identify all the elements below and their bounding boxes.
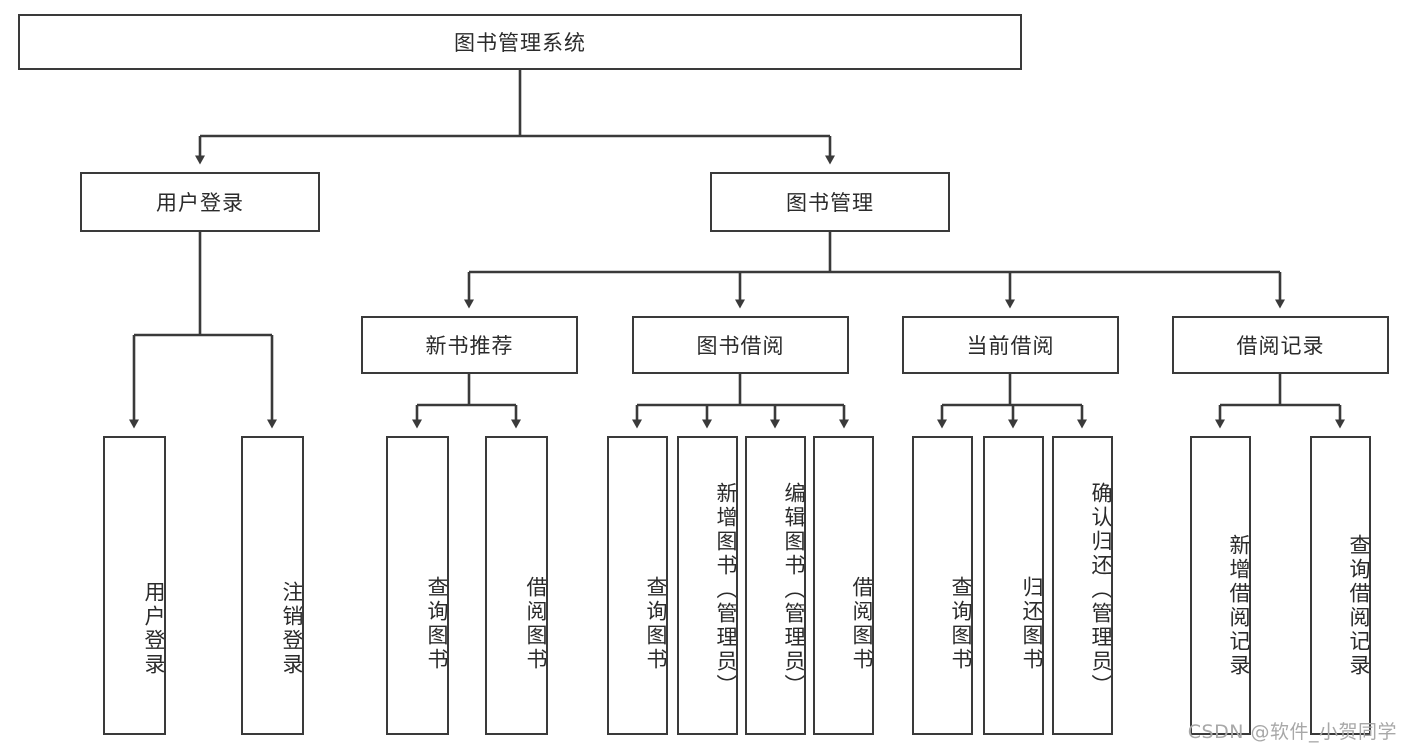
node-leaf-confirm-return-admin-label: 确认归还（管理员） [1089,481,1113,698]
node-user-login-label: 用户登录 [156,191,244,215]
node-new-book-recommend[interactable]: 新书推荐 [361,316,578,374]
node-leaf-query-book-recommend[interactable]: 查询图书 [386,436,449,735]
node-leaf-borrow-book[interactable]: 借阅图书 [813,436,874,735]
node-user-login[interactable]: 用户登录 [80,172,320,232]
node-leaf-query-borrow-record[interactable]: 查询借阅记录 [1310,436,1371,735]
node-leaf-return-book-label: 归还图书 [1020,575,1044,672]
node-leaf-query-book-current[interactable]: 查询图书 [912,436,973,735]
node-borrow-record[interactable]: 借阅记录 [1172,316,1389,374]
node-leaf-query-book-current-label: 查询图书 [949,575,973,672]
node-leaf-query-book-borrow-label: 查询图书 [644,575,668,672]
node-current-borrow-label: 当前借阅 [966,334,1055,358]
node-borrow-record-label: 借阅记录 [1236,334,1325,358]
node-leaf-edit-book-admin-label: 编辑图书（管理员） [782,481,806,698]
node-leaf-user-logout[interactable]: 注销登录 [241,436,304,735]
node-book-manage[interactable]: 图书管理 [710,172,950,232]
node-leaf-user-logout-label: 注销登录 [280,580,304,677]
node-leaf-user-login[interactable]: 用户登录 [103,436,166,735]
node-book-borrow[interactable]: 图书借阅 [632,316,849,374]
node-leaf-add-borrow-record[interactable]: 新增借阅记录 [1190,436,1251,735]
node-leaf-user-login-label: 用户登录 [142,580,166,677]
node-leaf-add-borrow-record-label: 新增借阅记录 [1227,533,1251,678]
node-book-manage-label: 图书管理 [786,191,874,215]
node-root[interactable]: 图书管理系统 [18,14,1022,70]
node-leaf-borrow-book-recommend-label: 借阅图书 [524,575,548,672]
node-leaf-borrow-book-recommend[interactable]: 借阅图书 [485,436,548,735]
node-leaf-query-borrow-record-label: 查询借阅记录 [1347,533,1371,678]
node-leaf-query-book-borrow[interactable]: 查询图书 [607,436,668,735]
node-book-borrow-label: 图书借阅 [696,334,785,358]
node-root-label: 图书管理系统 [454,31,586,55]
node-current-borrow[interactable]: 当前借阅 [902,316,1119,374]
node-leaf-return-book[interactable]: 归还图书 [983,436,1044,735]
node-leaf-borrow-book-label: 借阅图书 [850,575,874,672]
node-leaf-edit-book-admin[interactable]: 编辑图书（管理员） [745,436,806,735]
csdn-watermark: CSDN @软件_小贺同学 [1187,721,1397,743]
node-leaf-confirm-return-admin[interactable]: 确认归还（管理员） [1052,436,1113,735]
node-leaf-query-book-recommend-label: 查询图书 [425,575,449,672]
node-new-book-recommend-label: 新书推荐 [425,334,514,358]
node-leaf-add-book-admin-label: 新增图书（管理员） [714,481,738,698]
node-leaf-add-book-admin[interactable]: 新增图书（管理员） [677,436,738,735]
